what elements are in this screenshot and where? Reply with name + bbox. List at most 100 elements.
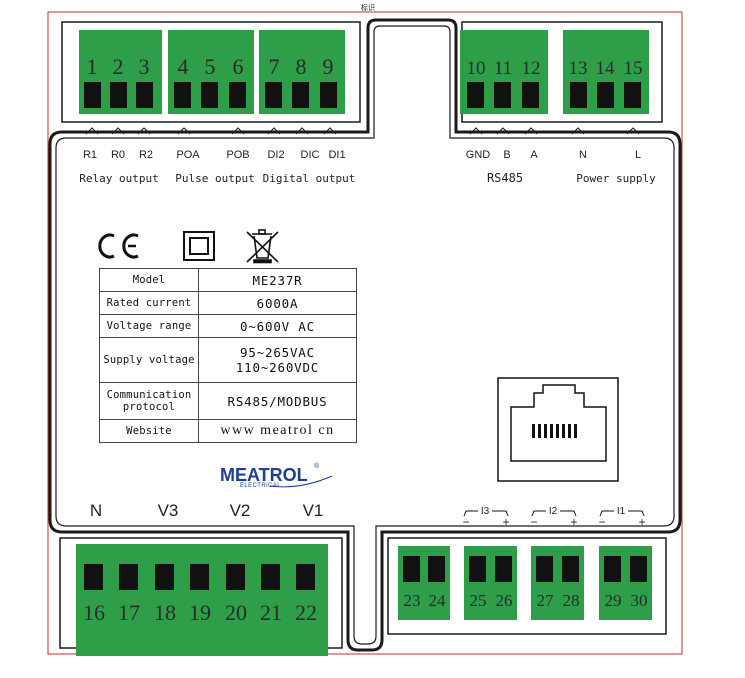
terminal-number-8: 8 <box>296 54 307 79</box>
terminal-number-5: 5 <box>205 54 216 79</box>
terminal-number-27: 27 <box>537 591 555 610</box>
device-body-inner-outline <box>55 25 675 645</box>
terminal-number-1: 1 <box>87 54 98 79</box>
terminal-number-16: 16 <box>83 600 105 625</box>
pin-label-r2: R2 <box>139 149 153 161</box>
current-header-i2: I2 − + <box>530 506 577 529</box>
terminal-number-22: 22 <box>295 600 317 625</box>
pin-label-n: N <box>579 149 587 161</box>
pin-label-gnd: GND <box>466 149 491 161</box>
terminal-number-29: 29 <box>605 591 622 610</box>
voltage-label-v3: V3 <box>158 501 179 520</box>
svg-text:+: + <box>570 515 577 529</box>
svg-text:+: + <box>638 515 645 529</box>
terminal-number-12: 12 <box>522 58 541 79</box>
terminal-number-9: 9 <box>323 54 334 79</box>
terminal-number-10: 10 <box>467 58 486 79</box>
spec-row-protocol: Communication protocol RS485/MODBUS <box>99 382 357 420</box>
group-label-relay: Relay output <box>79 172 158 185</box>
svg-text:−: − <box>462 515 469 529</box>
svg-text:−: − <box>530 515 537 529</box>
terminal-block-relay <box>79 30 162 114</box>
spec-value: 0~600V AC <box>198 314 357 338</box>
supply-voltage-dc: 110~260VDC <box>235 360 320 375</box>
svg-text:I2: I2 <box>549 506 558 517</box>
terminal-number-28: 28 <box>563 591 580 610</box>
spec-label: Rated current <box>99 291 199 315</box>
spec-row-website: Website www meatrol cn <box>99 419 357 443</box>
protocol-label-line2: protocol <box>122 401 176 413</box>
terminal-number-19: 19 <box>189 600 211 625</box>
voltage-label-n: N <box>90 501 102 520</box>
outer-frame <box>47 11 683 655</box>
spec-value: ME237R <box>198 268 357 292</box>
spec-value: 95~265VAC 110~260VDC <box>198 337 357 383</box>
pin-label-di1: DI1 <box>328 149 345 161</box>
pin-label-di2: DI2 <box>267 149 284 161</box>
terminal-number-6: 6 <box>233 54 244 79</box>
svg-text:I1: I1 <box>617 506 626 517</box>
current-header-i3: I3 − + <box>462 506 509 529</box>
terminal-number-20: 20 <box>225 600 247 625</box>
top-pin-ticks <box>85 127 640 135</box>
terminal-block-rs485 <box>460 30 548 114</box>
terminal-block-i3 <box>398 546 450 620</box>
spec-row-supply-voltage: Supply voltage 95~265VAC 110~260VDC <box>99 337 357 383</box>
terminal-number-7: 7 <box>269 54 280 79</box>
terminal-number-15: 15 <box>624 58 643 79</box>
double-insulation-icon <box>183 231 215 261</box>
supply-voltage-ac: 95~265VAC <box>240 345 315 360</box>
terminal-block-digital <box>259 30 345 114</box>
pin-label-pob: POB <box>226 149 249 161</box>
terminal-block-voltage <box>76 544 328 656</box>
terminal-block-pulse <box>168 30 254 114</box>
brand-logo: MEATROL ® ELECTRICAL <box>220 462 333 489</box>
terminal-number-24: 24 <box>429 591 447 610</box>
terminal-number-21: 21 <box>260 600 282 625</box>
spec-row-voltage-range: Voltage range 0~600V AC <box>99 314 357 338</box>
spec-label: Voltage range <box>99 314 199 338</box>
protocol-label-line1: Communication <box>106 389 192 401</box>
terminal-number-18: 18 <box>154 600 176 625</box>
terminal-number-30: 30 <box>631 591 648 610</box>
terminal-number-17: 17 <box>118 600 140 625</box>
spec-row-rated-current: Rated current 6000A <box>99 291 357 315</box>
spec-value: RS485/MODBUS <box>198 382 357 420</box>
device-body-outline <box>48 18 682 652</box>
pin-label-poa: POA <box>176 149 200 161</box>
terminal-block-i1 <box>531 546 584 620</box>
group-label-pulse: Pulse output <box>175 172 254 185</box>
terminal-number-25: 25 <box>470 591 487 610</box>
top-marker: 标识 <box>361 3 375 12</box>
weee-crossed-bin-icon <box>246 229 279 264</box>
brand-name: MEATROL <box>220 465 308 485</box>
rj45-port-icon <box>497 377 619 482</box>
terminal-number-23: 23 <box>404 591 421 610</box>
terminal-block-i2 <box>464 546 517 620</box>
current-header-i1: I1 − + <box>598 506 645 529</box>
terminal-number-3: 3 <box>139 54 150 79</box>
terminal-number-11: 11 <box>494 58 512 79</box>
spec-value: www meatrol cn <box>198 419 357 443</box>
spec-table: Model ME237R Rated current 6000A Voltage… <box>99 268 357 443</box>
spec-row-model: Model ME237R <box>99 268 357 292</box>
spec-label: Supply voltage <box>99 337 199 383</box>
spec-label: Website <box>99 419 199 443</box>
svg-text:−: − <box>598 515 605 529</box>
brand-mark: ® <box>314 462 320 470</box>
brand-sub: ELECTRICAL <box>240 483 281 489</box>
group-label-rs485: RS485 <box>487 171 523 185</box>
pin-label-r0: R0 <box>111 149 125 161</box>
spec-value: 6000A <box>198 291 357 315</box>
svg-text:+: + <box>502 515 509 529</box>
pin-label-l: L <box>635 149 641 161</box>
pin-label-r1: R1 <box>83 149 97 161</box>
spec-label: Communication protocol <box>99 382 199 420</box>
terminal-number-14: 14 <box>596 58 616 79</box>
group-label-power: Power supply <box>576 172 656 185</box>
pin-label-dic: DIC <box>301 149 320 161</box>
group-label-digital: Digital output <box>263 172 356 185</box>
spec-label: Model <box>99 268 199 292</box>
terminal-number-26: 26 <box>496 591 513 610</box>
terminal-block-last <box>599 546 652 620</box>
